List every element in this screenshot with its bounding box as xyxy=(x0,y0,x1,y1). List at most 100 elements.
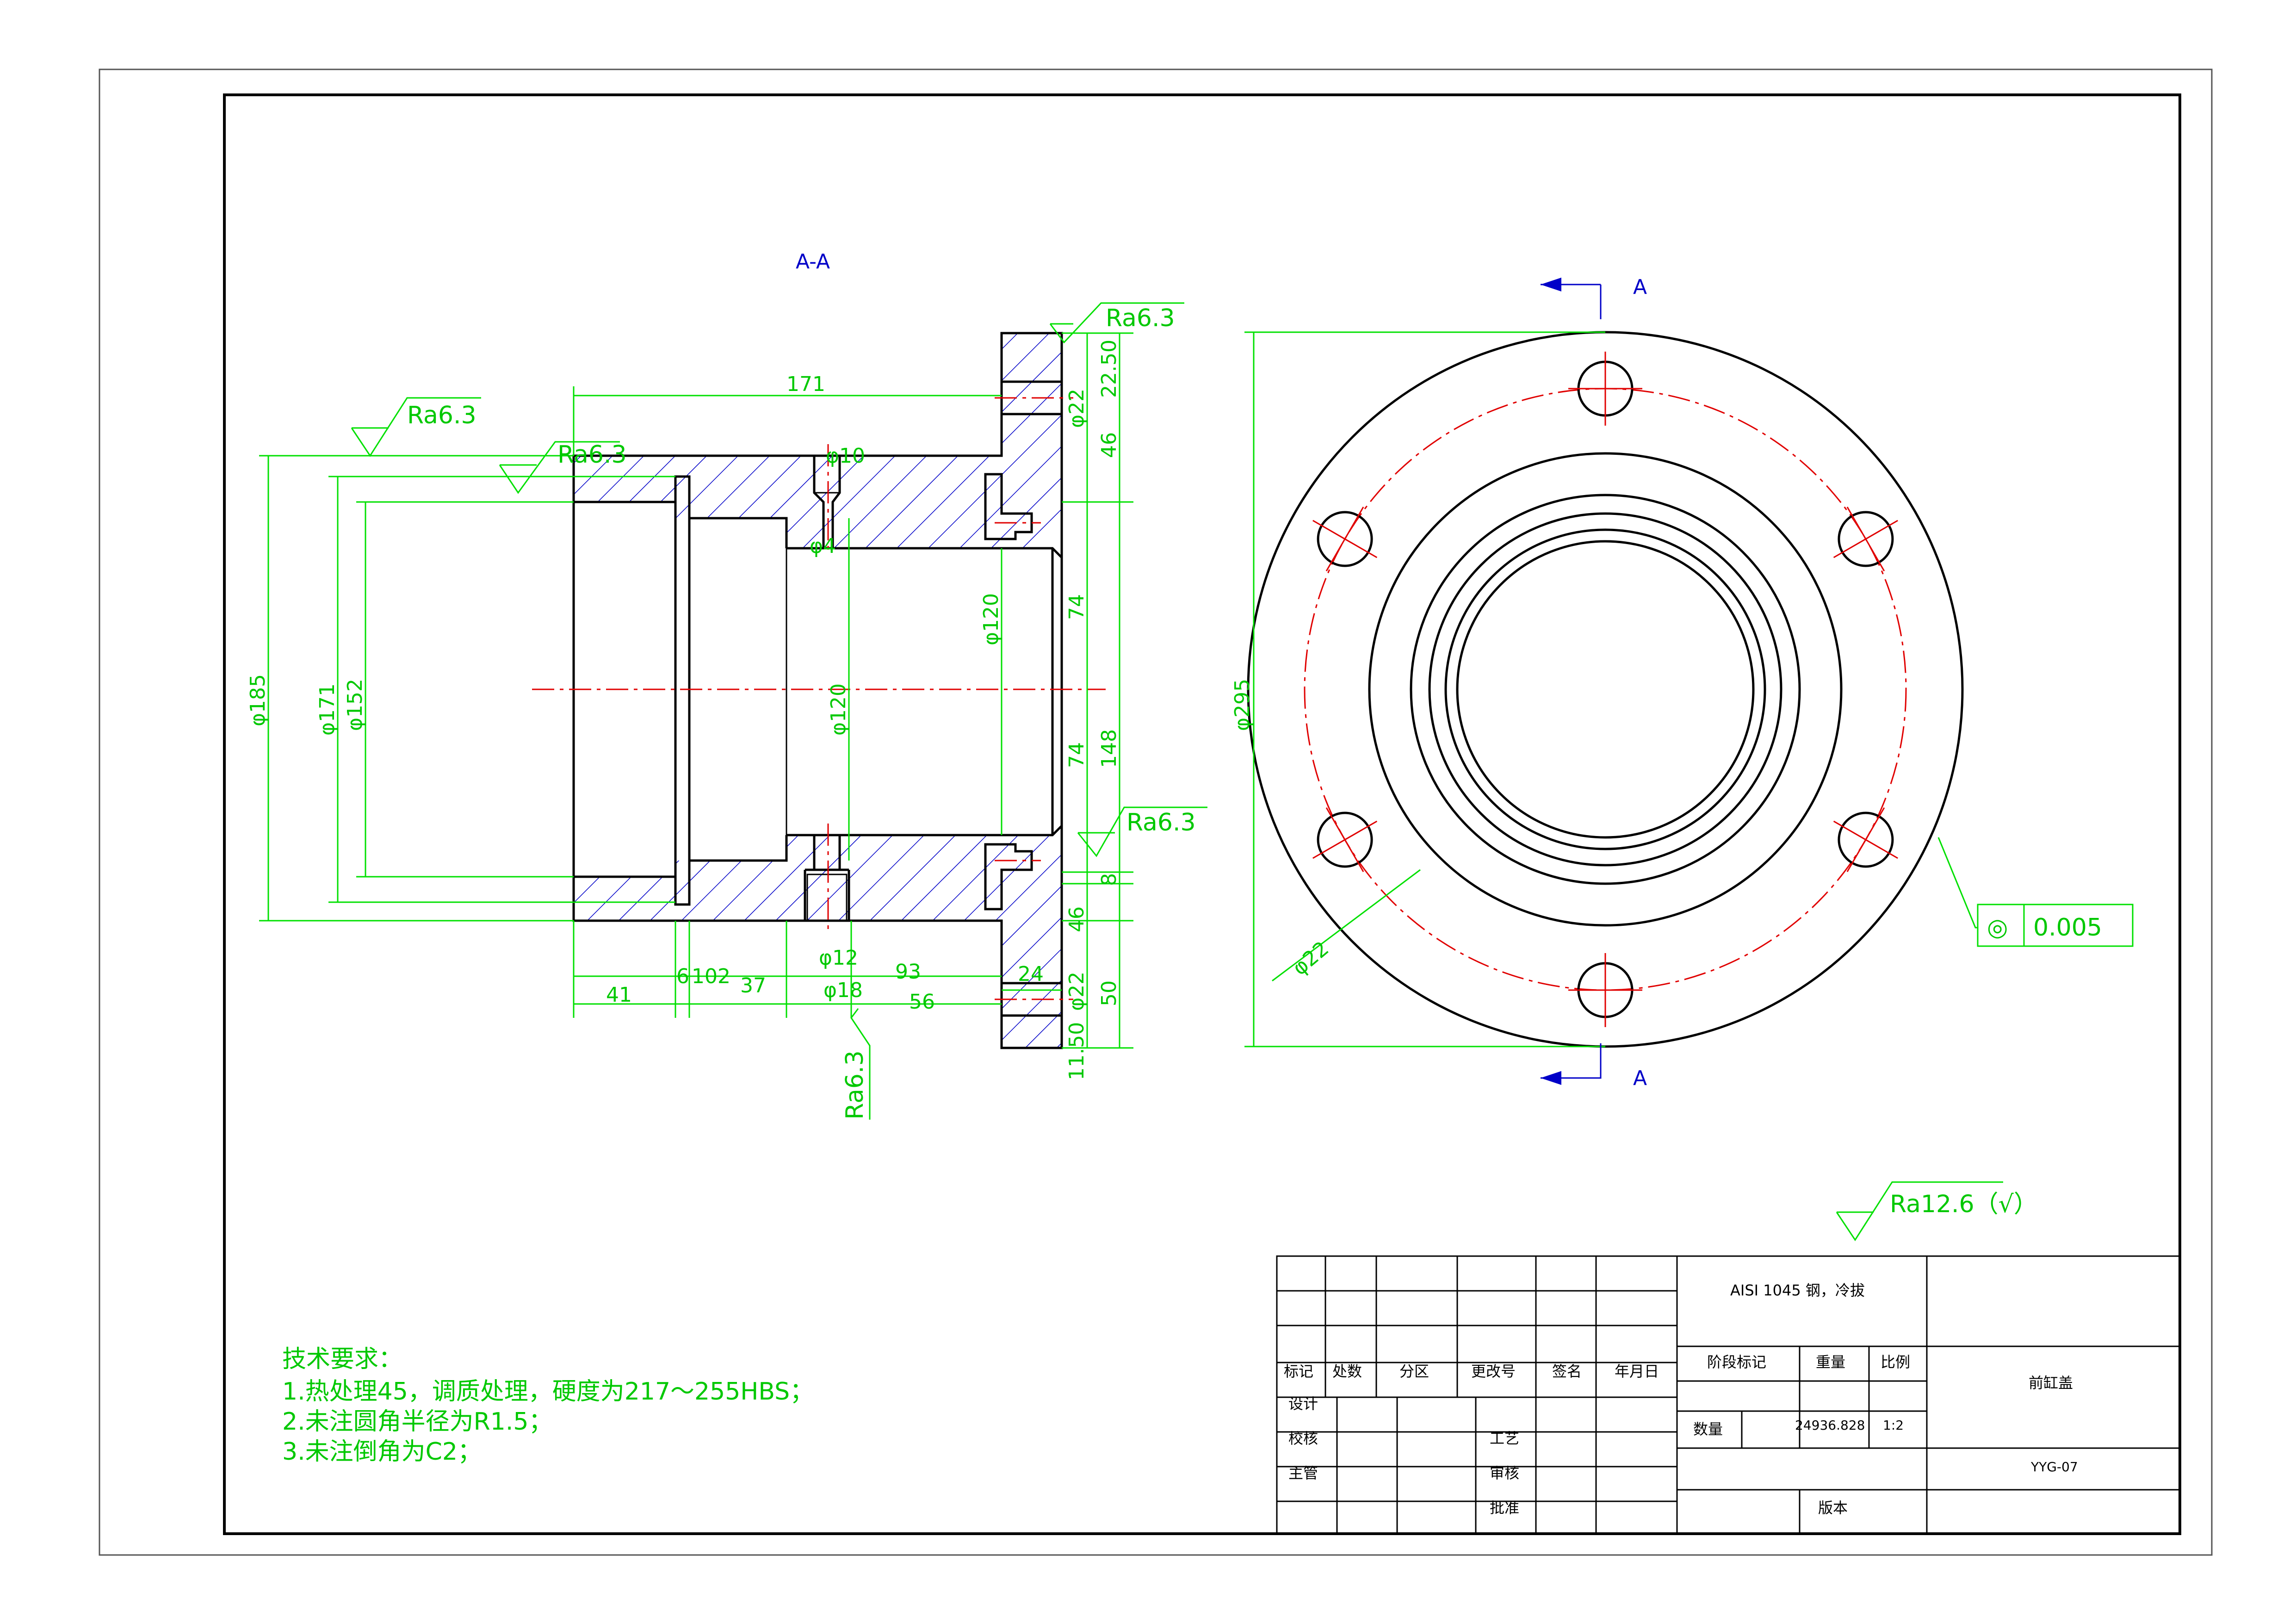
tolerance-symbol: ◎ xyxy=(1987,914,2008,942)
dim-8: 8 xyxy=(1097,873,1121,886)
main-bore xyxy=(786,547,1063,836)
bolt-circle xyxy=(1304,388,1907,991)
dim-24: 24 xyxy=(1018,962,1044,986)
ra-left-1: Ra6.3 xyxy=(407,402,477,429)
bolt-hole-centerline xyxy=(1833,820,1898,859)
notes-title: 技术要求： xyxy=(282,1345,402,1373)
dim-93: 93 xyxy=(895,960,921,984)
tb-supervisor: 主管 xyxy=(1288,1464,1318,1482)
dim-d18: φ18 xyxy=(823,979,863,1002)
dim-d22-top: φ22 xyxy=(1065,389,1089,428)
dim-22-50: 22.50 xyxy=(1097,340,1121,398)
tb-weight: 重量 xyxy=(1816,1353,1845,1371)
section-outline xyxy=(572,332,1063,1049)
tb-scale: 比例 xyxy=(1881,1353,1910,1371)
cut-mark-top: A xyxy=(1633,275,1647,299)
ra-flange-top: Ra6.3 xyxy=(1106,304,1175,332)
oil-hole-bottom xyxy=(804,835,850,921)
inner-frame xyxy=(223,93,2181,1535)
ra-bottom: Ra6.3 xyxy=(841,1050,869,1120)
dim-6: 6 xyxy=(676,965,689,988)
section-cut-marks xyxy=(1541,278,1602,1085)
outer-border xyxy=(99,68,2213,1556)
roughness-symbols xyxy=(351,302,2003,1241)
dim-d171: φ171 xyxy=(316,683,339,736)
dim-d4: φ4 xyxy=(810,534,836,558)
hatch-bottom-wall xyxy=(574,835,1062,1048)
dim-46-top: 46 xyxy=(1097,432,1121,458)
tb-h-change: 更改号 xyxy=(1471,1363,1516,1380)
groove-slot xyxy=(674,475,691,906)
bolt-hole-3 xyxy=(1838,812,1894,868)
dim-d152: φ152 xyxy=(343,679,367,731)
tb-material: AISI 1045 钢，冷拔 xyxy=(1730,1282,1865,1299)
notes-line-1: 1.热处理45，调质处理，硬度为217～255HBS； xyxy=(282,1378,814,1406)
section-label: A-A xyxy=(796,250,830,273)
bolt-hole-centerline xyxy=(1833,520,1898,558)
dim-d120-bore: φ120 xyxy=(979,593,1003,645)
dim-d120-mid: φ120 xyxy=(827,683,850,736)
tb-weight-value: 24936.828 xyxy=(1795,1418,1865,1433)
tb-check: 校核 xyxy=(1288,1430,1318,1447)
dim-d185: φ185 xyxy=(246,674,270,726)
cut-mark-bottom: A xyxy=(1633,1066,1647,1090)
dim-50-bot: 50 xyxy=(1097,980,1121,1006)
dim-74-top: 74 xyxy=(1065,594,1089,620)
dim-102: 102 xyxy=(692,965,730,988)
dim-37: 37 xyxy=(740,974,766,997)
dim-171: 171 xyxy=(786,372,825,396)
tb-qty: 数量 xyxy=(1693,1420,1723,1438)
notes-line-2: 2.未注圆角半径为R1.5； xyxy=(282,1408,552,1436)
ra-general: Ra12.6（√） xyxy=(1890,1190,2038,1218)
hub-circle-4 xyxy=(1444,528,1766,850)
hatch-top-wall xyxy=(574,333,1062,548)
tb-part-name: 前缸盖 xyxy=(2029,1374,2073,1392)
seal-groove-bottom xyxy=(984,843,1033,911)
tolerance-value: 0.005 xyxy=(2033,914,2102,942)
ra-flange-bottom: Ra6.3 xyxy=(1126,809,1196,836)
dim-d295: φ295 xyxy=(1231,679,1254,731)
outer-flange-circle xyxy=(1247,331,1964,1048)
dim-11-50: 11.50 xyxy=(1065,1022,1089,1080)
tb-h-sign: 签名 xyxy=(1552,1363,1582,1380)
bore-circle xyxy=(1456,540,1755,839)
dim-148: 148 xyxy=(1097,729,1121,768)
ra-left-2: Ra6.3 xyxy=(557,441,627,469)
dim-56: 56 xyxy=(909,990,935,1014)
tb-design: 设计 xyxy=(1288,1395,1318,1412)
tb-scale-value: 1:2 xyxy=(1883,1418,1904,1433)
bolt-hole-5 xyxy=(1317,812,1373,868)
bolt-hole-2 xyxy=(1838,511,1894,567)
end-view xyxy=(1247,331,1964,1048)
bolt-hole-centerline xyxy=(1312,520,1378,558)
tolerance-frame xyxy=(1977,904,2134,947)
tb-drawing-no: YYG-07 xyxy=(2030,1459,2078,1474)
dim-41: 41 xyxy=(606,983,632,1007)
hub-circle-3 xyxy=(1428,512,1782,867)
mid-bore xyxy=(689,517,788,862)
bolt-hole-6 xyxy=(1317,511,1373,567)
dim-d22-bot: φ22 xyxy=(1065,972,1089,1011)
dim-74-bot: 74 xyxy=(1065,742,1089,768)
tb-h-count: 处数 xyxy=(1332,1363,1362,1380)
dim-d10: φ10 xyxy=(826,444,865,468)
dim-46-bot: 46 xyxy=(1065,906,1089,932)
tb-review: 审核 xyxy=(1490,1464,1519,1482)
tb-stage: 阶段标记 xyxy=(1707,1353,1766,1371)
dim-d22-hole: φ22 xyxy=(1288,937,1333,980)
tb-h-date: 年月日 xyxy=(1615,1363,1659,1380)
dim-d12: φ12 xyxy=(819,946,858,970)
title-block xyxy=(1276,1255,2181,1535)
notes-line-3: 3.未注倒角为C2； xyxy=(282,1438,482,1466)
hub-circle-2 xyxy=(1410,494,1801,885)
tb-h-mark: 标记 xyxy=(1284,1363,1313,1380)
section-dimension-lines xyxy=(259,332,1133,1120)
hub-circle-outer xyxy=(1368,452,1843,927)
tb-approve: 批准 xyxy=(1490,1499,1519,1517)
tb-process: 工艺 xyxy=(1490,1430,1519,1447)
tb-version: 版本 xyxy=(1818,1499,1848,1517)
section-view xyxy=(532,332,1106,1049)
end-view-dimension-lines xyxy=(1244,331,2134,1047)
tb-h-zone: 分区 xyxy=(1399,1363,1429,1380)
